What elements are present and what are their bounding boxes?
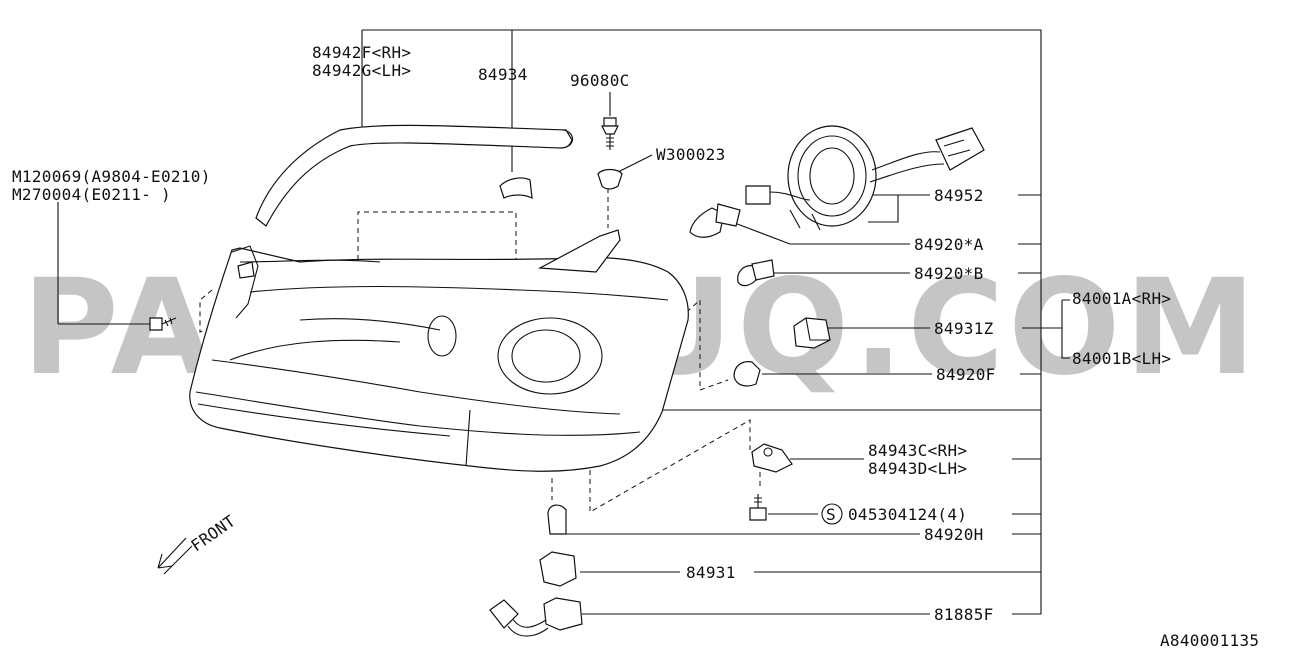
front-label: FRONT bbox=[187, 511, 239, 555]
label-m120069: M120069(A9804-E0210) bbox=[12, 167, 211, 186]
socket-harness-84952-part bbox=[745, 125, 985, 231]
leader-lines bbox=[57, 92, 932, 615]
dashed-guides bbox=[199, 188, 761, 513]
headlamp-housing-part bbox=[189, 229, 689, 472]
front-arrow-icon bbox=[157, 537, 193, 575]
label-84920b: 84920*B bbox=[914, 264, 984, 283]
label-96080c: 96080C bbox=[570, 71, 630, 90]
grommet-w300023-part bbox=[597, 168, 623, 190]
label-84943d: 84943D<LH> bbox=[868, 459, 967, 478]
frame-lines bbox=[361, 29, 1070, 615]
trim-strip-part bbox=[255, 124, 574, 227]
s-symbol-text: S bbox=[826, 505, 836, 524]
label-84942-lh: 84942G<LH> bbox=[312, 61, 411, 80]
label-84931: 84931 bbox=[686, 563, 736, 582]
harness-81885f-part bbox=[489, 597, 583, 637]
clip-84934-part bbox=[499, 177, 533, 200]
label-045304124: 045304124(4) bbox=[848, 505, 967, 524]
label-84001b: 84001B<LH> bbox=[1072, 349, 1171, 368]
bracket-84943-part bbox=[751, 443, 793, 473]
label-84952: 84952 bbox=[934, 186, 984, 205]
socket-84931-part bbox=[539, 551, 577, 587]
bulb-84920f-part bbox=[733, 361, 761, 387]
socket-84931z-part bbox=[793, 317, 831, 349]
bulb-84920h-part bbox=[547, 504, 567, 535]
label-84920h: 84920H bbox=[924, 525, 984, 544]
label-81885f: 81885F bbox=[934, 605, 994, 624]
label-84942-rh: 84942F<RH> bbox=[312, 43, 411, 62]
label-84001a: 84001A<RH> bbox=[1072, 289, 1171, 308]
label-84931z: 84931Z bbox=[934, 319, 994, 338]
screw-045304124-part bbox=[749, 494, 767, 521]
bulb-84920a-part bbox=[689, 203, 741, 238]
screw-m120069-part bbox=[149, 317, 177, 331]
label-84920f: 84920F bbox=[936, 365, 996, 384]
bulb-84920b-part bbox=[737, 259, 775, 287]
s-symbol-circle bbox=[821, 503, 843, 525]
label-m270004: M270004(E0211- ) bbox=[12, 185, 171, 204]
bolt-96080c-part bbox=[601, 117, 619, 150]
label-84934: 84934 bbox=[478, 65, 528, 84]
label-84920a: 84920*A bbox=[914, 235, 984, 254]
diagram-id-label: A840001135 bbox=[1160, 631, 1259, 650]
label-w300023: W300023 bbox=[656, 145, 726, 164]
label-84943c: 84943C<RH> bbox=[868, 441, 967, 460]
